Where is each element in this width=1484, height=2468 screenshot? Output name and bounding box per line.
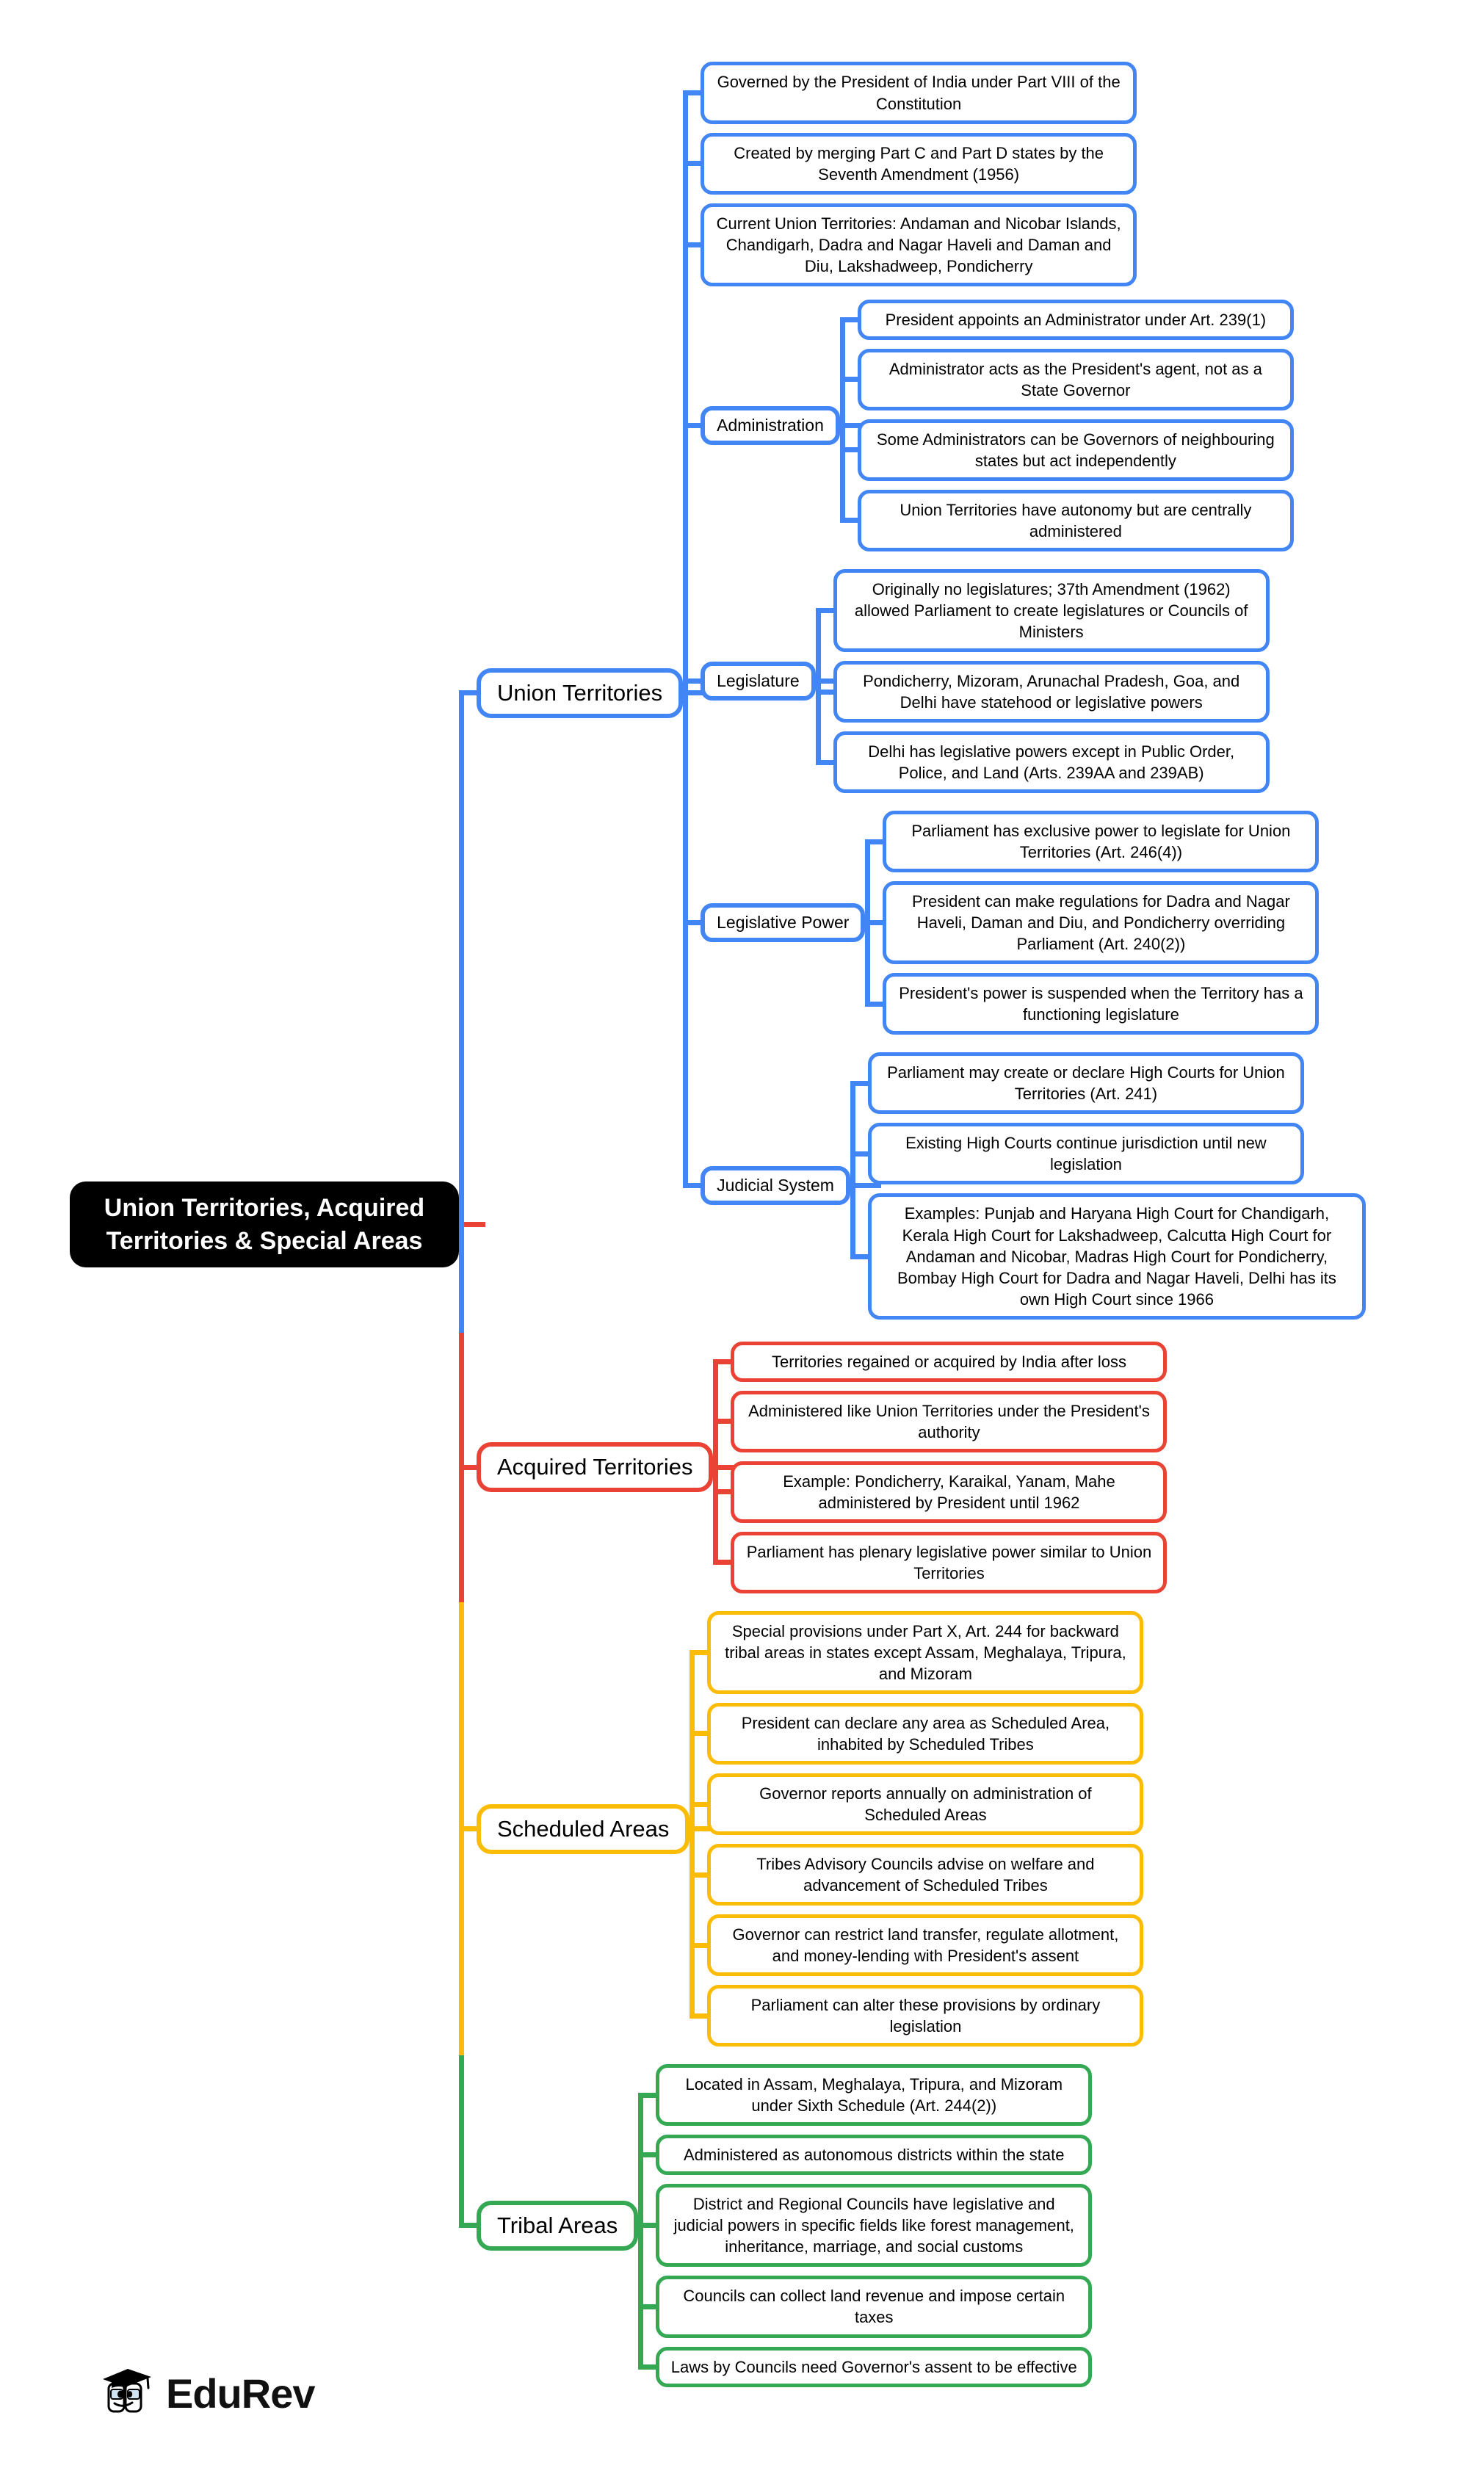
leaf-node: Parliament may create or declare High Co… — [867, 1052, 1304, 1115]
leaf-node: Governor reports annually on administrat… — [707, 1773, 1144, 1836]
edurev-logo: EduRev — [101, 2366, 315, 2421]
leaf-node: Pondicherry, Mizoram, Arunachal Pradesh,… — [833, 661, 1270, 723]
leaf-node: Parliament has exclusive power to legisl… — [883, 811, 1320, 873]
leaf-node: Parliament can alter these provisions by… — [707, 1985, 1144, 2047]
leaf-node: Located in Assam, Meghalaya, Tripura, an… — [656, 2064, 1093, 2127]
branch-node-tribal-areas: Tribal Areas — [477, 2200, 670, 2251]
branch-row-acquired-territories: Acquired Territories Territories regaine… — [459, 1332, 1366, 1603]
leaf-node: President appoints an Administrator unde… — [857, 299, 1294, 340]
leaf-node: Example: Pondicherry, Karaikal, Yanam, M… — [731, 1461, 1168, 1523]
branch-node-acquired-territories: Acquired Territories — [477, 1442, 745, 1493]
leaf-node: Existing High Courts continue jurisdicti… — [867, 1123, 1304, 1185]
group-node-legislature: Legislature — [701, 662, 847, 701]
branch-row-scheduled-areas: Scheduled Areas Special provisions under… — [459, 1602, 1366, 2056]
group-node-administration: Administration — [701, 405, 871, 445]
leaf-node: Originally no legislatures; 37th Amendme… — [833, 568, 1270, 652]
leaf-node: Tribes Advisory Councils advise on welfa… — [707, 1844, 1144, 1906]
leaf-node: Examples: Punjab and Haryana High Court … — [867, 1193, 1366, 1320]
group-row-legislature: Legislature Originally no legislatures; … — [683, 560, 1366, 803]
leaf-node: Union Territories have autonomy but are … — [857, 489, 1294, 551]
group-row-judicial-system: Judicial System Parliament may create or… — [683, 1043, 1366, 1328]
edurev-logo-text: EduRev — [166, 2370, 315, 2417]
group-node-judicial-system: Judicial System — [701, 1166, 881, 1206]
leaf-node: Administered as autonomous districts wit… — [656, 2135, 1093, 2176]
branch-node-union-territories: Union Territories — [477, 667, 714, 718]
leaf-node: Governor can restrict land transfer, reg… — [707, 1914, 1144, 1977]
branch-row-union-territories: Union Territories Governed by the Presid… — [459, 53, 1366, 1333]
leaf-node: Laws by Councils need Governor's assent … — [656, 2346, 1093, 2387]
mind-map: Union Territories, Acquired Territories … — [70, 0, 1366, 2449]
root-node: Union Territories, Acquired Territories … — [70, 1181, 485, 1267]
leaf-node: Councils can collect land revenue and im… — [656, 2276, 1093, 2338]
leaf-node: President can declare any area as Schedu… — [707, 1702, 1144, 1765]
group-row-administration: Administration President appoints an Adm… — [683, 290, 1366, 561]
branch-node-scheduled-areas: Scheduled Areas — [477, 1803, 721, 1854]
leaf-node: Current Union Territories: Andaman and N… — [701, 203, 1137, 286]
leaf-node: Some Administrators can be Governors of … — [857, 419, 1294, 481]
group-row-legislative-power: Legislative Power Parliament has exclusi… — [683, 802, 1366, 1044]
leaf-node: Special provisions under Part X, Art. 24… — [707, 1610, 1144, 1694]
root-children: Union Territories Governed by the Presid… — [459, 53, 1366, 2395]
leaf-node: Created by merging Part C and Part D sta… — [701, 132, 1137, 195]
leaf-node: Territories regained or acquired by Indi… — [731, 1341, 1168, 1382]
leaf-node: District and Regional Councils have legi… — [656, 2184, 1093, 2268]
branch-row-tribal-areas: Tribal Areas Located in Assam, Meghalaya… — [459, 2055, 1366, 2395]
edurev-mascot-icon — [101, 2366, 156, 2421]
leaf-node: Governed by the President of India under… — [701, 62, 1137, 124]
leaf-node: President's power is suspended when the … — [883, 973, 1320, 1035]
leaf-node: Delhi has legislative powers except in P… — [833, 731, 1270, 794]
leaf-node: Administrator acts as the President's ag… — [857, 348, 1294, 410]
leaf-node: President can make regulations for Dadra… — [883, 881, 1320, 965]
group-node-legislative-power: Legislative Power — [701, 903, 897, 943]
leaf-node: Administered like Union Territories unde… — [731, 1390, 1168, 1452]
leaf-node: Parliament has plenary legislative power… — [731, 1531, 1168, 1593]
